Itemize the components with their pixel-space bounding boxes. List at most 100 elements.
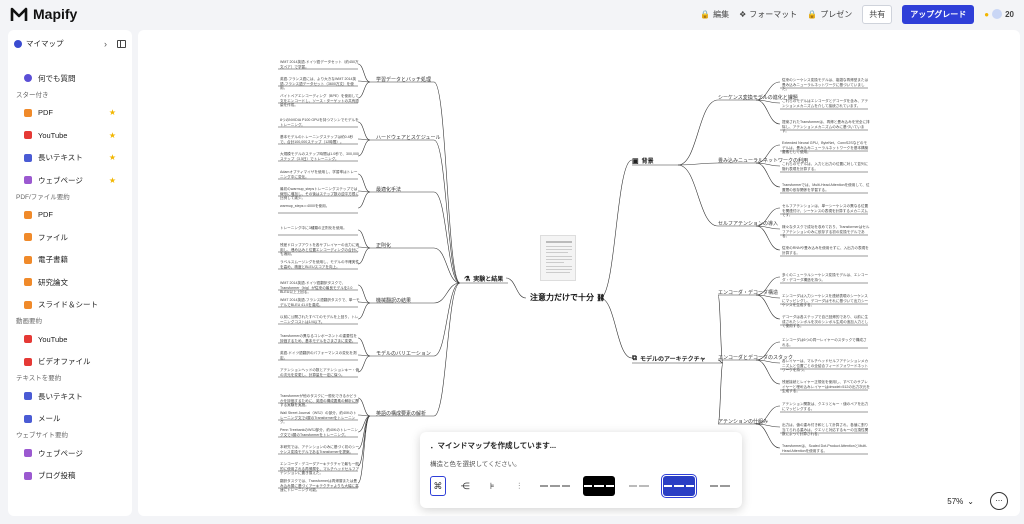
mindmap-leaf[interactable]: Transformerでは、Multi-Head Attentionを使用して、…: [782, 183, 870, 192]
branch-experiments[interactable]: ⚗ 実験と結果: [464, 275, 504, 284]
branch-background[interactable]: ▣ 背景: [632, 157, 654, 166]
mindmap-canvas[interactable]: 注意力だけで十分 ⛓ ▣ 背景 ⧉ モデルのアーキテクチャ ⚗ 実験と結果 シー…: [138, 30, 1020, 516]
mymap-link[interactable]: マイマップ: [26, 39, 64, 48]
sidebar-item-starred-2[interactable]: 長いテキスト★: [14, 147, 126, 170]
mindmap-leaf[interactable]: 最初のwarmup_stepsトレーニングステップでは線形に増加し、その後はステ…: [280, 187, 360, 201]
mindmap-leaf[interactable]: アテンション関数は、クエリとキー・値のペアを出力にマッピングする。: [782, 402, 869, 411]
theme-light-option[interactable]: [538, 476, 571, 496]
mindmap-subnode[interactable]: エンコーダとデコーダのスタック: [718, 355, 794, 361]
chevron-right-icon[interactable]: ›: [104, 38, 107, 49]
mindmap-subnode[interactable]: アテンションの仕組み: [718, 419, 769, 425]
sidebar-item-text_items-1[interactable]: メール: [14, 408, 126, 431]
mindmap-subnode[interactable]: 学習データとバッチ処理: [376, 77, 432, 83]
mindmap-leaf[interactable]: 残差ドロップアウトを各サブレイヤーの出力に適用し、埋め込みと位置エンコーディング…: [280, 243, 359, 257]
upgrade-button[interactable]: アップグレード: [902, 4, 975, 24]
chat-icon[interactable]: ⋯: [990, 492, 1008, 510]
mindmap-leaf[interactable]: バイトペアエンコーディング（BPE）を使用して文をエンコードし、ソース・ターゲッ…: [280, 94, 359, 108]
mindmap-leaf[interactable]: 従来のシーケンス変換モデルは、複雑な再帰型または畳み込みニューラルネットワークに…: [782, 78, 869, 92]
edit-button[interactable]: 🔒 編集: [700, 9, 730, 19]
mindmap-leaf[interactable]: これらのモデルはエンコーダとデコーダを含み、アテンションメカニズムを介して接続さ…: [782, 99, 869, 108]
mindmap-subnode[interactable]: ハードウェアとスケジュール: [376, 135, 441, 141]
star-icon[interactable]: ★: [108, 153, 116, 163]
theme-minimal-option[interactable]: [707, 476, 732, 496]
sidebar-item-starred-0[interactable]: PDF★: [14, 102, 126, 125]
sidebar-item-ask[interactable]: 何でも質問: [14, 67, 126, 90]
mindmap-leaf[interactable]: 基本モデルのトレーニングステップは約0.4秒で、合計100,000ステップ（12…: [280, 135, 354, 144]
collapse-sidebar-icon[interactable]: [117, 39, 126, 48]
mindmap-leaf[interactable]: これらのモデルは、入力と出力の位置に対して並列に隠れ表現を計算する。: [782, 162, 869, 171]
structure-tree-option[interactable]: ⊧: [489, 480, 495, 491]
sidebar-item-pdf_items-2[interactable]: 電子書籍: [14, 249, 126, 272]
mindmap-subnode[interactable]: エンコーダ・デコーダ構造: [718, 290, 779, 296]
star-icon[interactable]: ★: [108, 130, 116, 140]
mindmap-leaf[interactable]: Penn TreebankのWSJ部分、約40Kのトレーニング文で4層のTran…: [280, 428, 358, 437]
mindmap-leaf[interactable]: 様々なタスクで成功を収めており、Transformerはセルフアテンションのみに…: [782, 225, 870, 239]
mindmap-subnode[interactable]: シーケンス変換モデルの進化と課題: [718, 95, 798, 101]
theme-gray-option[interactable]: [626, 476, 652, 496]
sidebar-item-web_items-1[interactable]: ブログ投稿: [14, 465, 126, 488]
sidebar-item-web_items-0[interactable]: ウェブページ: [14, 442, 126, 465]
sidebar-item-pdf_items-4[interactable]: スライド＆シート: [14, 294, 126, 317]
mindmap-subnode[interactable]: 最適化手法: [376, 187, 402, 193]
app-logo[interactable]: Mapify: [10, 5, 77, 23]
mindmap-subnode[interactable]: 正則化: [376, 243, 392, 249]
mindmap-leaf[interactable]: 多くのニューラルシーケンス変換モデルは、エンコーダ・デコーダ構造を持つ。: [782, 273, 869, 282]
mindmap-leaf[interactable]: エンコーダ・デコーダアーキテクチャで最も一般的に使用される再帰層を、マルチヘッド…: [280, 462, 360, 476]
mindmap-leaf[interactable]: 英語-フランス語には、より大きなWMT 2014英語-フランス語データセット（3…: [280, 77, 357, 91]
mindmap-leaf[interactable]: 従来のRNNや畳み込みを使用せずに、入出力の表現を計算する。: [782, 246, 869, 255]
mindmap-leaf[interactable]: Transformerの異なるコンポーネントの重要性を評価するため、基本モデルを…: [280, 334, 357, 343]
mindmap-root[interactable]: 注意力だけで十分 ⛓: [530, 293, 606, 302]
mindmap-leaf[interactable]: WMT 2014英語-ドイツ語データセット（約450万文ペア）で学習。: [280, 60, 359, 69]
mindmap-leaf[interactable]: Adamオプティマイザを使用し、学習率はトレーニング中に変化。: [280, 170, 358, 179]
mindmap-leaf[interactable]: 各レイヤーは、マルチヘッドセルフアテンションメカニズムと位置ごとの全結合フィード…: [782, 359, 869, 373]
format-button[interactable]: ❖ フォーマット: [739, 9, 798, 19]
mindmap-leaf[interactable]: 英語-ドイツ語翻訳のパフォーマンスの変化を測定。: [280, 351, 357, 360]
sidebar-item-pdf_items-3[interactable]: 研究論文: [14, 271, 126, 294]
mindmap-leaf[interactable]: 出力は、値の重み付き和として計算され、各値に割り当てられる重みは、クエリと対応す…: [782, 423, 869, 437]
mindmap-leaf[interactable]: Transformerが他のタスクに一般化できるかどうかを評価するために、英語の…: [280, 394, 359, 408]
structure-left-option[interactable]: ⋲: [460, 480, 470, 491]
mindmap-leaf[interactable]: デコーダは各ステップで自己回帰的であり、以前に生成されたシンボルを次のシンボル生…: [782, 315, 869, 329]
mindmap-leaf[interactable]: Transformerは、Scaled Dot-Product Attentio…: [782, 444, 868, 453]
share-button[interactable]: 共有: [862, 4, 893, 24]
credits-badge[interactable]: ● 20: [984, 9, 1014, 19]
mindmap-leaf[interactable]: WMT 2014英語-ドイツ語翻訳タスクで、Transformer（big）が従…: [280, 281, 353, 295]
mindmap-leaf[interactable]: エンコーダは6つの同一レイヤーのスタックで構成される。: [782, 338, 867, 347]
sidebar-item-starred-1[interactable]: YouTube★: [14, 124, 126, 147]
mindmap-leaf[interactable]: 8つのNVIDIA P100 GPUを持つマシンでモデルをトレーニング。: [280, 118, 359, 127]
present-button[interactable]: 🔒 プレゼン: [807, 9, 853, 19]
sidebar-item-pdf_items-1[interactable]: ファイル: [14, 226, 126, 249]
mindmap-leaf[interactable]: 翻訳タスクでは、Transformerは再帰層または畳み込み層に基づくアーキテク…: [280, 479, 359, 493]
star-icon[interactable]: ★: [108, 175, 116, 185]
mindmap-leaf[interactable]: WMT 2014英語-フランス語翻訳タスクで、単一モデルでBLEU 41.0を達…: [280, 298, 360, 307]
mindmap-leaf[interactable]: 以前に公開されたすべてのモデルを上回り、トレーニングコストは1/4以下。: [280, 315, 359, 324]
mindmap-subnode[interactable]: 機械翻訳の結果: [376, 298, 412, 304]
mindmap-leaf[interactable]: ラベルスムージングを使用し、モデルの不確実性を高め、精度とBLEUスコアを向上。: [280, 260, 359, 269]
mindmap-leaf[interactable]: warmup_steps＝4000を使用。: [280, 204, 330, 208]
sidebar-item-starred-3[interactable]: ウェブページ★: [14, 169, 126, 192]
mindmap-leaf[interactable]: 本研究では、アテンションのみに基づく初のシーケンス変換モデルであるTransfo…: [280, 445, 360, 454]
mindmap-subnode[interactable]: モデルのバリエーション: [376, 351, 431, 357]
mindmap-subnode[interactable]: セルフアテンションの導入: [718, 221, 779, 227]
mindmap-subnode[interactable]: 英語の構成要素の解析: [376, 411, 427, 417]
star-icon[interactable]: ★: [108, 108, 116, 118]
sidebar-item-text_items-0[interactable]: 長いテキスト: [14, 385, 126, 408]
mindmap-leaf[interactable]: エンコーダは入力シーケンスを連続表現のシーケンスにマッピングし、デコーダはそれに…: [782, 294, 869, 308]
mindmap-subnode[interactable]: 畳み込みニューラルネットワークの利用: [718, 158, 809, 164]
mindmap-leaf[interactable]: アテンションヘッドの数とアテンションキー・値の次元を変更し、計算量を一定に保つ。: [280, 368, 360, 377]
mindmap-leaf[interactable]: Extended Neural GPU、ByteNet、ConvS2Sなどのモデ…: [782, 141, 869, 155]
theme-blue-option[interactable]: [661, 474, 698, 498]
mindmap-leaf[interactable]: 残差接続とレイヤー正規化を使用し、すべてのサブレイヤーと埋め込みレイヤーはdmo…: [782, 380, 870, 394]
structure-mindmap-option[interactable]: ⌘: [430, 476, 446, 496]
zoom-control[interactable]: 57% ⌄: [947, 497, 974, 506]
sidebar-item-pdf_items-0[interactable]: PDF: [14, 204, 126, 227]
theme-dark-option[interactable]: [582, 476, 615, 496]
mindmap-leaf[interactable]: Wall Street Journal（WSJ）の部分、約40Kのトレーニング文…: [280, 411, 357, 425]
mindmap-leaf[interactable]: 提案されたTransformerは、再帰と畳み込みを完全に排除し、アテンションメ…: [782, 120, 870, 134]
branch-architecture[interactable]: ⧉ モデルのアーキテクチャ: [632, 354, 706, 364]
sidebar-item-video_items-0[interactable]: YouTube: [14, 328, 126, 351]
mindmap-leaf[interactable]: セルフアテンションは、単一シーケンスの異なる位置を関連付け、シーケンスの表現を計…: [782, 204, 869, 218]
structure-org-option[interactable]: ⫶: [518, 480, 521, 491]
mindmap-leaf[interactable]: トレーニング中に3種類の正則化を使用。: [280, 226, 347, 230]
mindmap-leaf[interactable]: 大規模モデルのステップ時間は1.0秒で、300,000ステップ（3.5日）でトレ…: [280, 152, 359, 161]
